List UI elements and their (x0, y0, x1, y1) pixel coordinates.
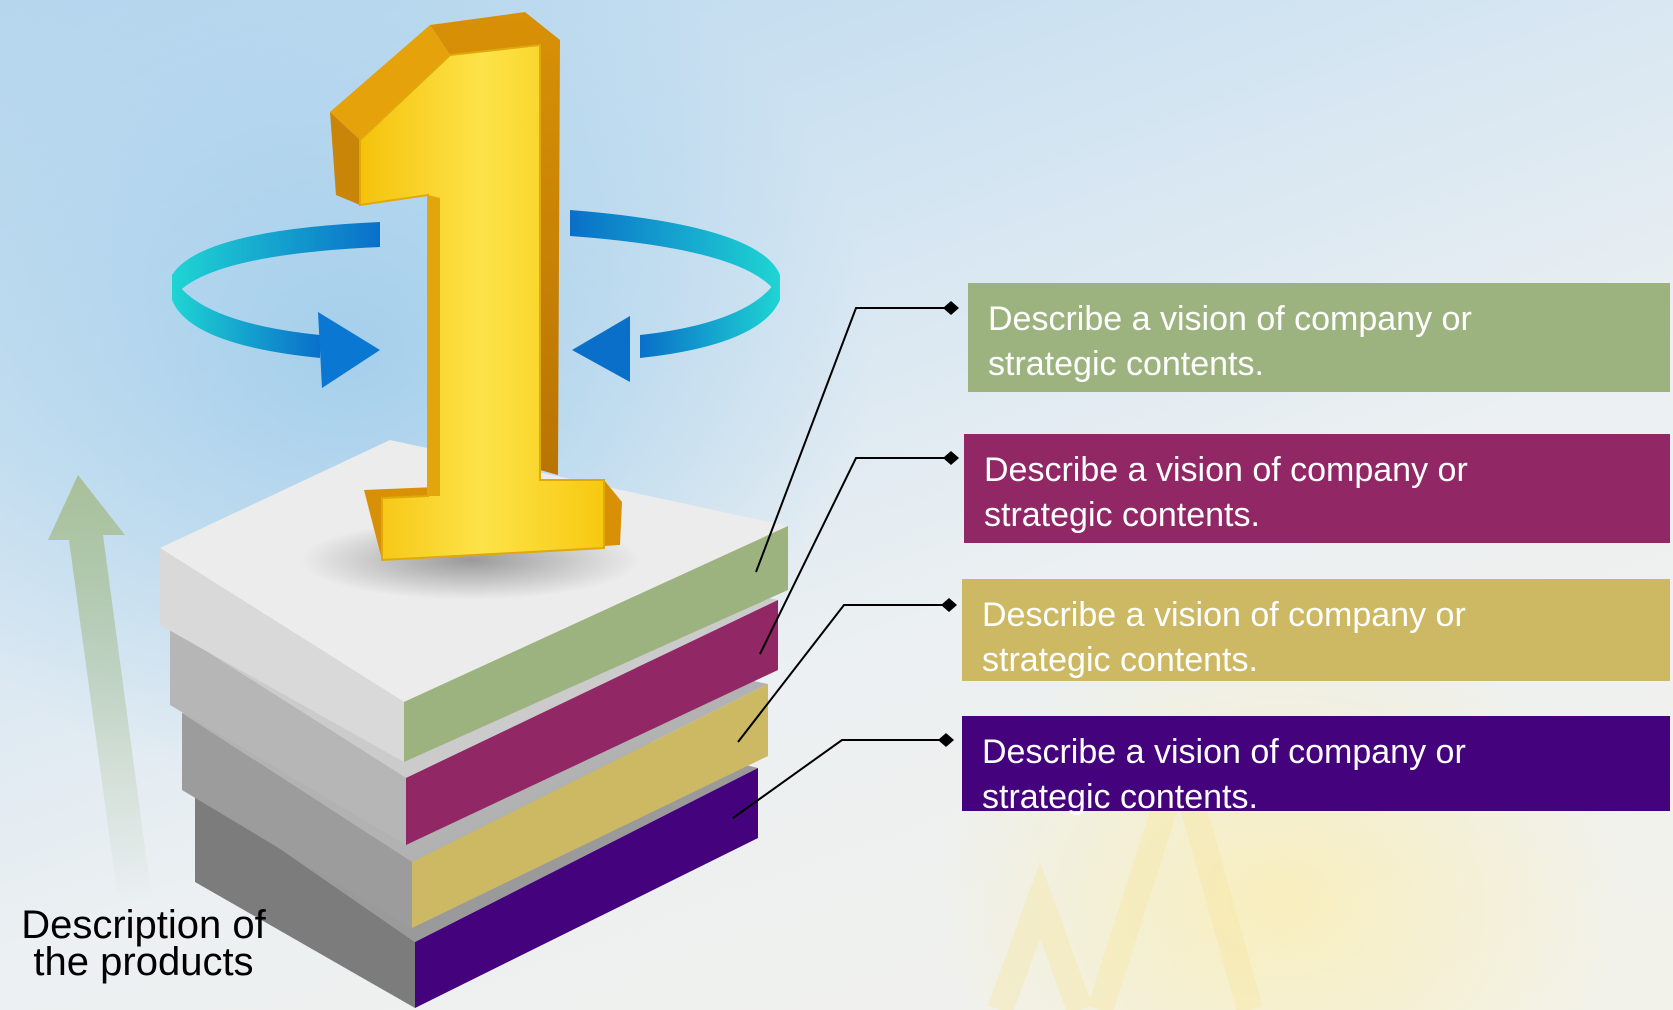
connector-1 (755, 307, 950, 573)
vision-box-2-text: Describe a vision of company or strategi… (984, 451, 1468, 534)
connector-4 (732, 739, 945, 819)
layer-1-color-edge (404, 526, 788, 762)
vision-box-4: Describe a vision of company or strategi… (962, 716, 1670, 816)
vision-box-3: Describe a vision of company or strategi… (962, 579, 1670, 681)
vision-box-1-text: Describe a vision of company or strategi… (988, 300, 1472, 383)
connector-2-diamond (943, 451, 959, 465)
connector-4-diamond (938, 733, 954, 747)
arrowhead-left (572, 316, 630, 382)
growth-up-arrow (48, 475, 152, 900)
rotation-arrows-icon (172, 210, 780, 300)
connector-3-diamond (941, 598, 957, 612)
layer-4-color-edge (415, 768, 758, 1008)
vision-box-4-text: Describe a vision of company or strategi… (982, 733, 1466, 816)
arrowhead-right (318, 312, 380, 388)
number-one-icon (330, 12, 622, 562)
layer-2-color-edge (406, 600, 778, 845)
connector-3 (737, 604, 948, 743)
layer-3-color-edge (412, 684, 768, 928)
connector-2 (759, 457, 950, 655)
products-caption: Description of the products (21, 903, 266, 984)
connector-1-diamond (943, 301, 959, 315)
vision-box-2: Describe a vision of company or strategi… (964, 434, 1670, 543)
vision-box-3-text: Describe a vision of company or strategi… (982, 596, 1466, 679)
rotation-arrowheads (172, 275, 780, 388)
vision-box-1: Describe a vision of company or strategi… (968, 283, 1670, 392)
